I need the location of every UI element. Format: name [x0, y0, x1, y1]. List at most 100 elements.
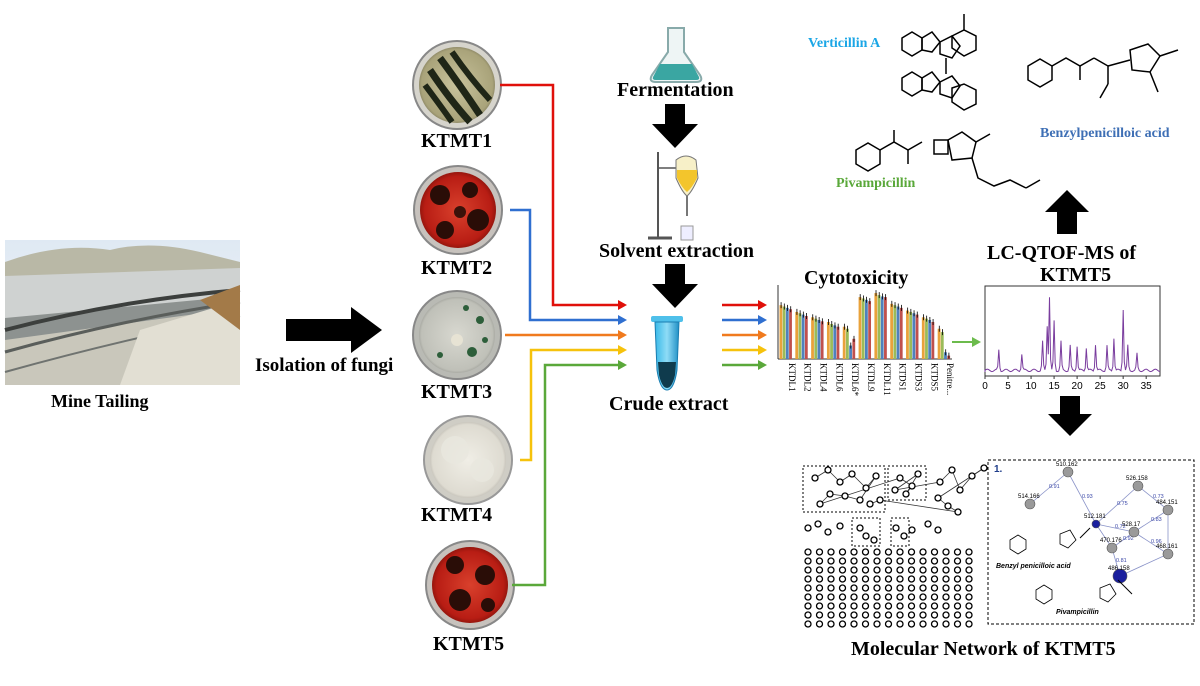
- pointer-line: [1079, 527, 1091, 539]
- singleton-node: [896, 593, 904, 601]
- singleton-node: [827, 557, 835, 565]
- bar: [820, 321, 824, 359]
- node-label: 514.166: [1018, 494, 1040, 500]
- isolation-arrow: [286, 307, 382, 353]
- bar: [915, 314, 919, 359]
- crude-extract-tube-icon: [651, 316, 683, 391]
- singleton-node: [861, 575, 870, 583]
- network-node: [1162, 504, 1174, 516]
- flow-line-ktmt5: [512, 363, 620, 587]
- singleton-node: [953, 557, 962, 565]
- singleton-node: [919, 602, 927, 610]
- flow-arrowhead: [618, 300, 627, 310]
- network-node: [848, 470, 856, 478]
- panel-label: 1.: [994, 464, 1003, 475]
- singleton-node: [861, 557, 870, 565]
- singleton-node: [861, 566, 870, 574]
- category-label: KTDS3: [913, 363, 923, 392]
- network-down-arrow: [1048, 396, 1092, 436]
- singleton-node: [930, 620, 939, 628]
- bar: [836, 326, 840, 359]
- singleton-node: [850, 566, 858, 574]
- extraction-down-arrow: [652, 264, 698, 308]
- singleton-node: [942, 593, 950, 601]
- singleton-node: [850, 584, 858, 592]
- mini-structure: [1035, 584, 1053, 605]
- singleton-node: [965, 584, 973, 592]
- fermentation-down-arrow: [652, 104, 698, 148]
- singleton-node: [884, 557, 893, 565]
- bar: [826, 322, 830, 359]
- network-node: [934, 526, 942, 534]
- plate-ktmt1: [412, 40, 502, 130]
- singleton-node: [873, 620, 881, 628]
- category-label: KTDS5: [929, 363, 939, 392]
- singleton-node: [838, 602, 847, 610]
- bar: [896, 306, 900, 359]
- edge-weight: 0.75: [1117, 501, 1128, 507]
- cytotoxicity-arrowhead: [758, 360, 767, 370]
- singleton-node: [838, 620, 847, 628]
- bar: [817, 319, 821, 359]
- singleton-node: [965, 566, 973, 574]
- singleton-node: [884, 593, 893, 601]
- bar: [801, 314, 805, 359]
- network-node: [968, 472, 976, 480]
- mini-structure: [1009, 534, 1027, 555]
- flow-lines: [500, 83, 627, 587]
- singleton-node: [815, 584, 824, 592]
- edge-weight: 0.91: [1049, 484, 1060, 490]
- singleton-node: [827, 584, 835, 592]
- category-label: Penitre...: [945, 363, 955, 395]
- singleton-node: [907, 584, 916, 592]
- singleton-node: [942, 602, 950, 610]
- network-node: [836, 478, 844, 486]
- singleton-node: [850, 557, 858, 565]
- singleton-node: [953, 548, 962, 556]
- network-node: [924, 520, 932, 528]
- singleton-node: [965, 611, 973, 619]
- bar: [899, 307, 903, 359]
- network-node: [816, 500, 824, 508]
- network-node: [954, 508, 962, 516]
- cytotoxicity-arrowhead: [758, 315, 767, 325]
- pivampicillin-label: Pivampicillin: [836, 176, 916, 191]
- benzylpenicilloic-label: Benzylpenicilloic acid: [1040, 126, 1170, 141]
- edge-weight: 0.83: [1151, 517, 1162, 523]
- network-node: [870, 536, 878, 544]
- singleton-node: [919, 575, 927, 583]
- category-label: KTDL6: [834, 363, 844, 392]
- pointer-line: [1117, 579, 1133, 595]
- bar: [833, 325, 837, 359]
- network-edge: [1137, 485, 1169, 511]
- network-node: [1128, 526, 1140, 538]
- edge-weight: 0.96: [1151, 539, 1162, 545]
- singleton-node: [861, 602, 870, 610]
- singleton-node: [850, 620, 858, 628]
- lcms-label-line2: KTMT5: [1040, 264, 1112, 286]
- singleton-node: [827, 593, 835, 601]
- network-edge: [1029, 471, 1069, 505]
- bar: [849, 345, 852, 359]
- singleton-node: [907, 566, 916, 574]
- x-tick-label: 0: [982, 381, 988, 392]
- network-node: [814, 520, 822, 528]
- bar: [814, 318, 818, 359]
- singleton-node: [850, 593, 858, 601]
- verticillin-structure: [901, 14, 977, 111]
- strain-label-ktmt2: KTMT2: [421, 257, 493, 279]
- singleton-node: [873, 611, 881, 619]
- bar: [782, 306, 786, 359]
- bar: [931, 322, 935, 359]
- singleton-node: [896, 557, 904, 565]
- network-node: [856, 524, 864, 532]
- singleton-node: [942, 611, 950, 619]
- singleton-node: [884, 575, 893, 583]
- singleton-node: [919, 593, 927, 601]
- network-node: [900, 532, 908, 540]
- isolation-label: Isolation of fungi: [255, 355, 394, 376]
- singleton-node: [804, 566, 812, 574]
- lcms-up-arrow: [1045, 190, 1089, 234]
